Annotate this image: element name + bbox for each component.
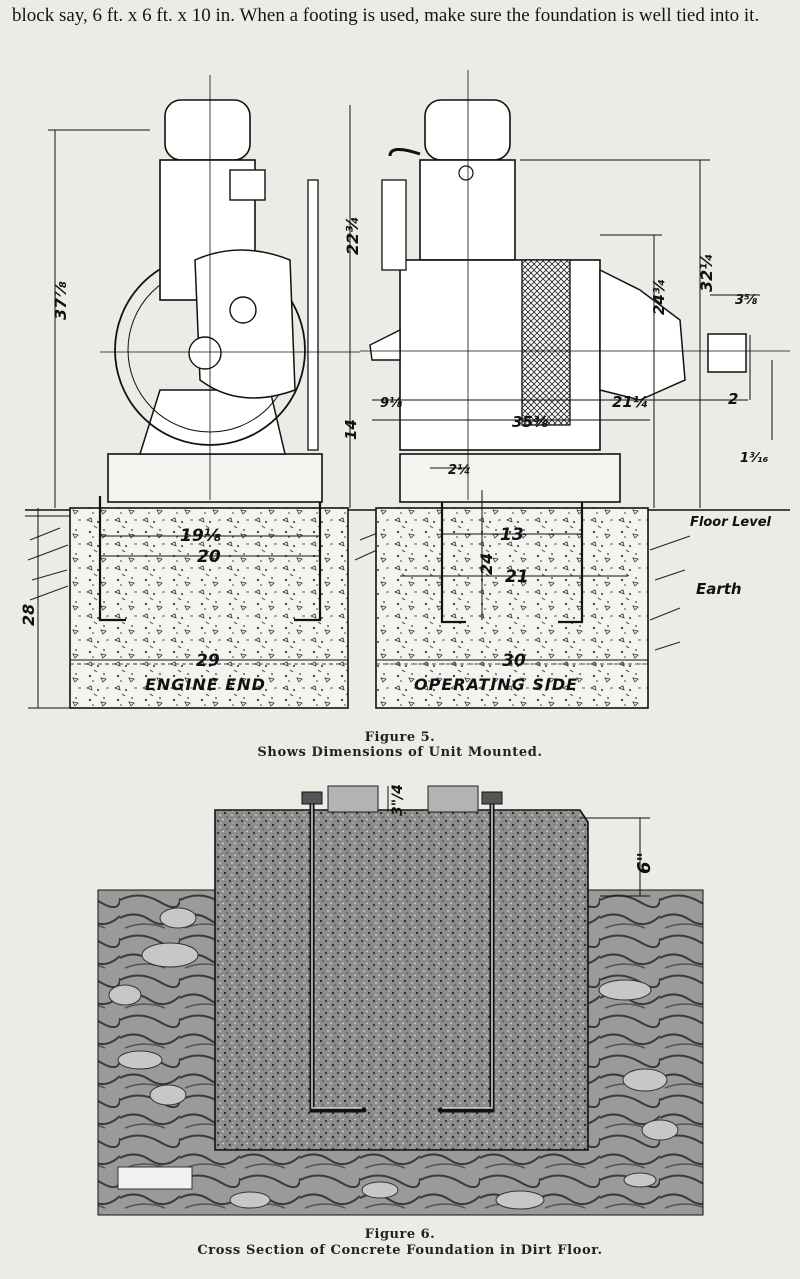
label-earth: Earth: [696, 580, 742, 598]
dim-lower-height: 14: [342, 419, 360, 440]
figure-5-caption: Shows Dimensions of Unit Mounted.: [257, 745, 543, 760]
dim-block-operating: 30: [502, 651, 526, 671]
label-operating-side: OPERATING SIDE: [414, 675, 578, 694]
dim-base-width-engine: 20: [197, 547, 221, 567]
dim-base-length: 35⅜: [512, 413, 549, 431]
dim-left-overhang: 9⅛: [380, 396, 403, 411]
dim-overall-height: 37⅞: [51, 281, 70, 320]
figure-6-title: Figure 6.: [364, 1227, 436, 1242]
label-engine-end: ENGINE END: [145, 675, 266, 694]
dim-height-24: 24¾: [650, 279, 668, 315]
dim-height-32: 32¼: [697, 253, 716, 292]
label-projection: 6": [634, 852, 655, 874]
dim-right-overhang: 21¼: [612, 393, 648, 411]
dim-upper-height: 22¾: [343, 216, 362, 255]
figure-5-drawing: 37⅞ 22¾ 14 28 19⅛ 20 29 ENGINE END 32¼ 2…: [19, 70, 790, 709]
figure-6-caption: Cross Section of Concrete Foundation in …: [197, 1243, 603, 1258]
dim-shaft-gap: 2: [728, 390, 738, 408]
dim-block-engine: 29: [196, 651, 220, 671]
dim-bolt-spacing-op: 13: [500, 525, 524, 545]
dim-bolt-depth: 24: [477, 553, 496, 575]
dim-base-width-op: 21: [505, 567, 529, 587]
dim-shaft-height: 1³⁄₁₆: [740, 451, 769, 466]
dim-bolt-offset: 2¼: [448, 463, 471, 478]
figure-5-title: Figure 5.: [364, 730, 436, 745]
dim-shaft-offset: 3⅝: [735, 293, 758, 308]
label-pad-height: 3"/4: [390, 784, 406, 816]
intro-paragraph: block say, 6 ft. x 6 ft. x 10 in. When a…: [12, 5, 760, 26]
dim-bolt-spacing-outer: 19⅛: [180, 526, 222, 546]
dim-depth: 28: [19, 604, 38, 626]
label-floor-level: Floor Level: [690, 515, 772, 530]
figure-6-drawing: 3"/4 6": [97, 784, 704, 1216]
